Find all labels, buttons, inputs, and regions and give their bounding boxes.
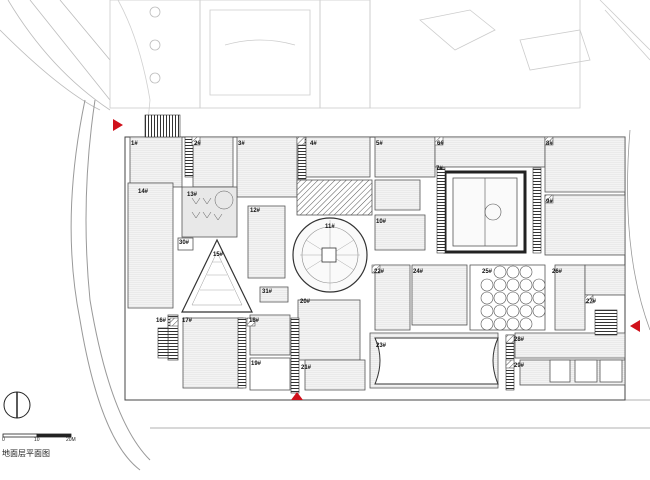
label-8: 8# — [546, 141, 553, 147]
label-16: 16# — [156, 318, 167, 324]
label-22: 22# — [374, 269, 385, 275]
north-arrow-icon — [3, 391, 31, 419]
label-12: 12# — [250, 208, 261, 214]
label-24: 24# — [413, 269, 424, 275]
label-14: 14# — [138, 189, 149, 195]
scale-label-0: 0 — [2, 437, 5, 443]
scale-label-20: 20M — [66, 437, 76, 443]
triangle-pavilion — [181, 238, 253, 313]
label-2: 2# — [194, 141, 201, 147]
entrance-markers — [113, 119, 640, 400]
garden-13 — [191, 190, 234, 221]
label-15: 15# — [213, 252, 224, 258]
label-18: 18# — [249, 318, 260, 324]
label-28: 28# — [514, 337, 525, 343]
label-31: 31# — [262, 289, 273, 295]
room-labels: 1# 2# 3# 4# 5# 6# 7# 8# 9# 10# 11# 12# 1… — [131, 141, 597, 371]
label-17: 17# — [182, 318, 193, 324]
label-27: 27# — [586, 299, 597, 305]
label-4: 4# — [310, 141, 317, 147]
label-1: 1# — [131, 141, 138, 147]
hatch-accents — [169, 136, 594, 369]
plan-title: 地面层平面图 — [2, 448, 50, 458]
basketball-court — [443, 170, 527, 254]
label-9: 9# — [546, 199, 553, 205]
scale-bar: 0 10 20M — [2, 433, 76, 443]
tree-grid — [480, 265, 546, 331]
building-blocks — [127, 136, 626, 391]
label-7: 7# — [436, 166, 443, 172]
circular-pavilion — [292, 217, 368, 293]
label-6: 6# — [437, 141, 444, 147]
label-19: 19# — [251, 361, 262, 367]
label-10: 10# — [376, 219, 387, 225]
label-26: 26# — [552, 269, 563, 275]
entrance-west-icon — [113, 119, 123, 131]
label-11: 11# — [325, 224, 335, 230]
curved-hall — [374, 337, 499, 385]
label-21: 21# — [301, 365, 312, 371]
label-30: 30# — [179, 240, 190, 246]
label-20: 20# — [300, 299, 311, 305]
label-25: 25# — [482, 269, 493, 275]
label-3: 3# — [238, 141, 245, 147]
label-29: 29# — [514, 363, 525, 369]
entrance-east-icon — [630, 320, 640, 332]
label-23: 23# — [376, 343, 387, 349]
scale-label-10: 10 — [34, 437, 40, 443]
entrance-south-icon — [291, 392, 303, 400]
label-13: 13# — [187, 192, 198, 198]
small-rooms — [177, 237, 623, 383]
label-5: 5# — [376, 141, 383, 147]
